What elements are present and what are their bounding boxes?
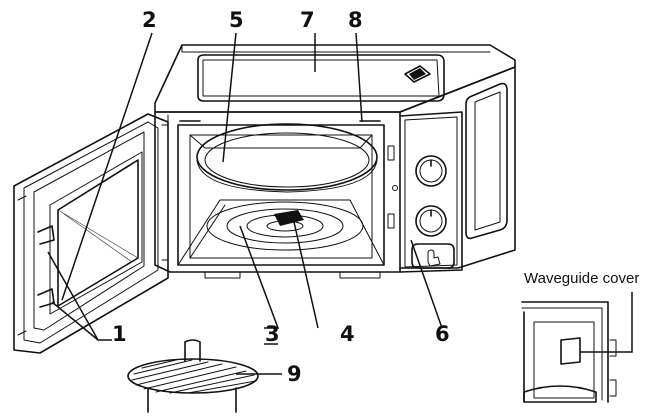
roller-ring [206,201,364,251]
waveguide-cover-caption: Waveguide cover [524,270,639,287]
leader-4 [293,221,319,329]
callout-7: 7 [300,8,315,32]
callout-1: 1 [112,322,127,346]
rotating-coupler [274,210,304,226]
top-vent-cover [197,54,445,102]
control-panel [399,111,463,273]
warning-label-icon [404,65,431,83]
door-release-button [411,243,455,269]
door-window-glass [49,151,143,315]
callout-4: 4 [340,322,355,346]
leader-3 [239,225,280,345]
glass-turntable-tray [196,123,378,193]
callout-8: 8 [348,8,363,32]
callout-2: 2 [142,8,157,32]
oven-cavity [177,120,398,266]
callout-3: 3 [265,322,280,346]
callout-5: 5 [229,8,244,32]
leader-inset [580,292,633,353]
leader-6 [410,239,443,329]
door [13,113,169,354]
grill-rack [127,339,259,413]
microwave-body [154,44,516,279]
leader-1 [47,251,112,341]
side-vent [465,82,508,240]
callout-9: 9 [287,362,302,386]
door-latch-hooks [17,195,55,336]
power-knob-icon [415,205,447,237]
callout-6: 6 [435,322,450,346]
waveguide-cover-panel [560,337,581,365]
leader-8 [355,32,363,123]
timer-knob-icon [415,155,447,187]
leader-5 [222,32,237,163]
inset-illustration [521,301,617,403]
leader-2 [61,32,153,301]
